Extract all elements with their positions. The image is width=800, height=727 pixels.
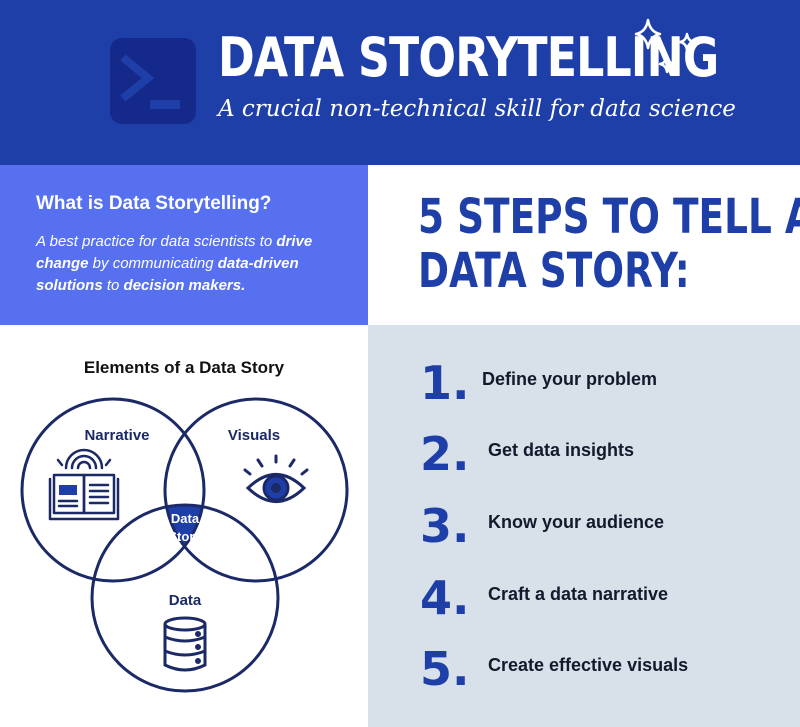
step-number: 5.: [420, 642, 470, 696]
definition-text: A best practice for data scientists to d…: [36, 233, 313, 294]
venn-center-line-2: Story: [168, 529, 202, 544]
database-icon: [163, 616, 207, 672]
venn-label-data: Data: [169, 592, 202, 609]
sparkle-icon: [634, 18, 696, 74]
list-item: 4. Craft a data narrative: [368, 570, 800, 630]
book-icon: [48, 448, 120, 521]
list-item: 5. Create effective visuals: [368, 641, 800, 701]
venn-circle-data: [90, 503, 280, 693]
step-label: Define your problem: [482, 369, 658, 389]
list-item: 1. Define your problem: [368, 355, 800, 415]
steps-list: 1. Define your problem 2. Get data insig…: [368, 325, 800, 727]
venn-circle-visuals: [163, 397, 349, 583]
step-label: Create effective visuals: [488, 655, 689, 675]
venn-circle-narrative: [20, 397, 206, 583]
venn-title: Elements of a Data Story: [83, 358, 285, 377]
step-number: 1.: [420, 356, 470, 410]
step-number: 4.: [420, 571, 470, 625]
definition-box: What is Data Storytelling? A best practi…: [0, 165, 368, 325]
venn-diagram: Narrative Visuals Data Data Story: [20, 397, 349, 693]
step-label: Know your audience: [488, 512, 665, 532]
step-number: 3.: [420, 499, 470, 553]
step-number: 2.: [420, 427, 470, 481]
list-item: 2. Get data insights: [368, 426, 800, 486]
venn-label-narrative: Narrative: [84, 427, 149, 444]
venn-center-line-1: Data: [171, 511, 200, 526]
definition-title: What is Data Storytelling?: [36, 193, 272, 214]
eye-icon: [243, 454, 309, 503]
steps-heading-line-1: 5 STEPS TO TELL A: [418, 189, 800, 245]
venn-label-visuals: Visuals: [228, 427, 280, 444]
page-title: DATA STORYTELLING: [218, 26, 719, 89]
steps-heading-line-2: DATA STORY:: [418, 243, 690, 299]
list-item: 3. Know your audience: [368, 498, 800, 558]
header-banner: DATA STORYTELLING A crucial non-technica…: [0, 0, 800, 165]
steps-heading: 5 STEPS TO TELL A DATA STORY:: [418, 189, 800, 299]
page-subtitle: A crucial non-technical skill for data s…: [218, 96, 736, 122]
step-label: Craft a data narrative: [488, 584, 669, 604]
step-label: Get data insights: [488, 440, 635, 460]
terminal-icon: [110, 38, 196, 124]
